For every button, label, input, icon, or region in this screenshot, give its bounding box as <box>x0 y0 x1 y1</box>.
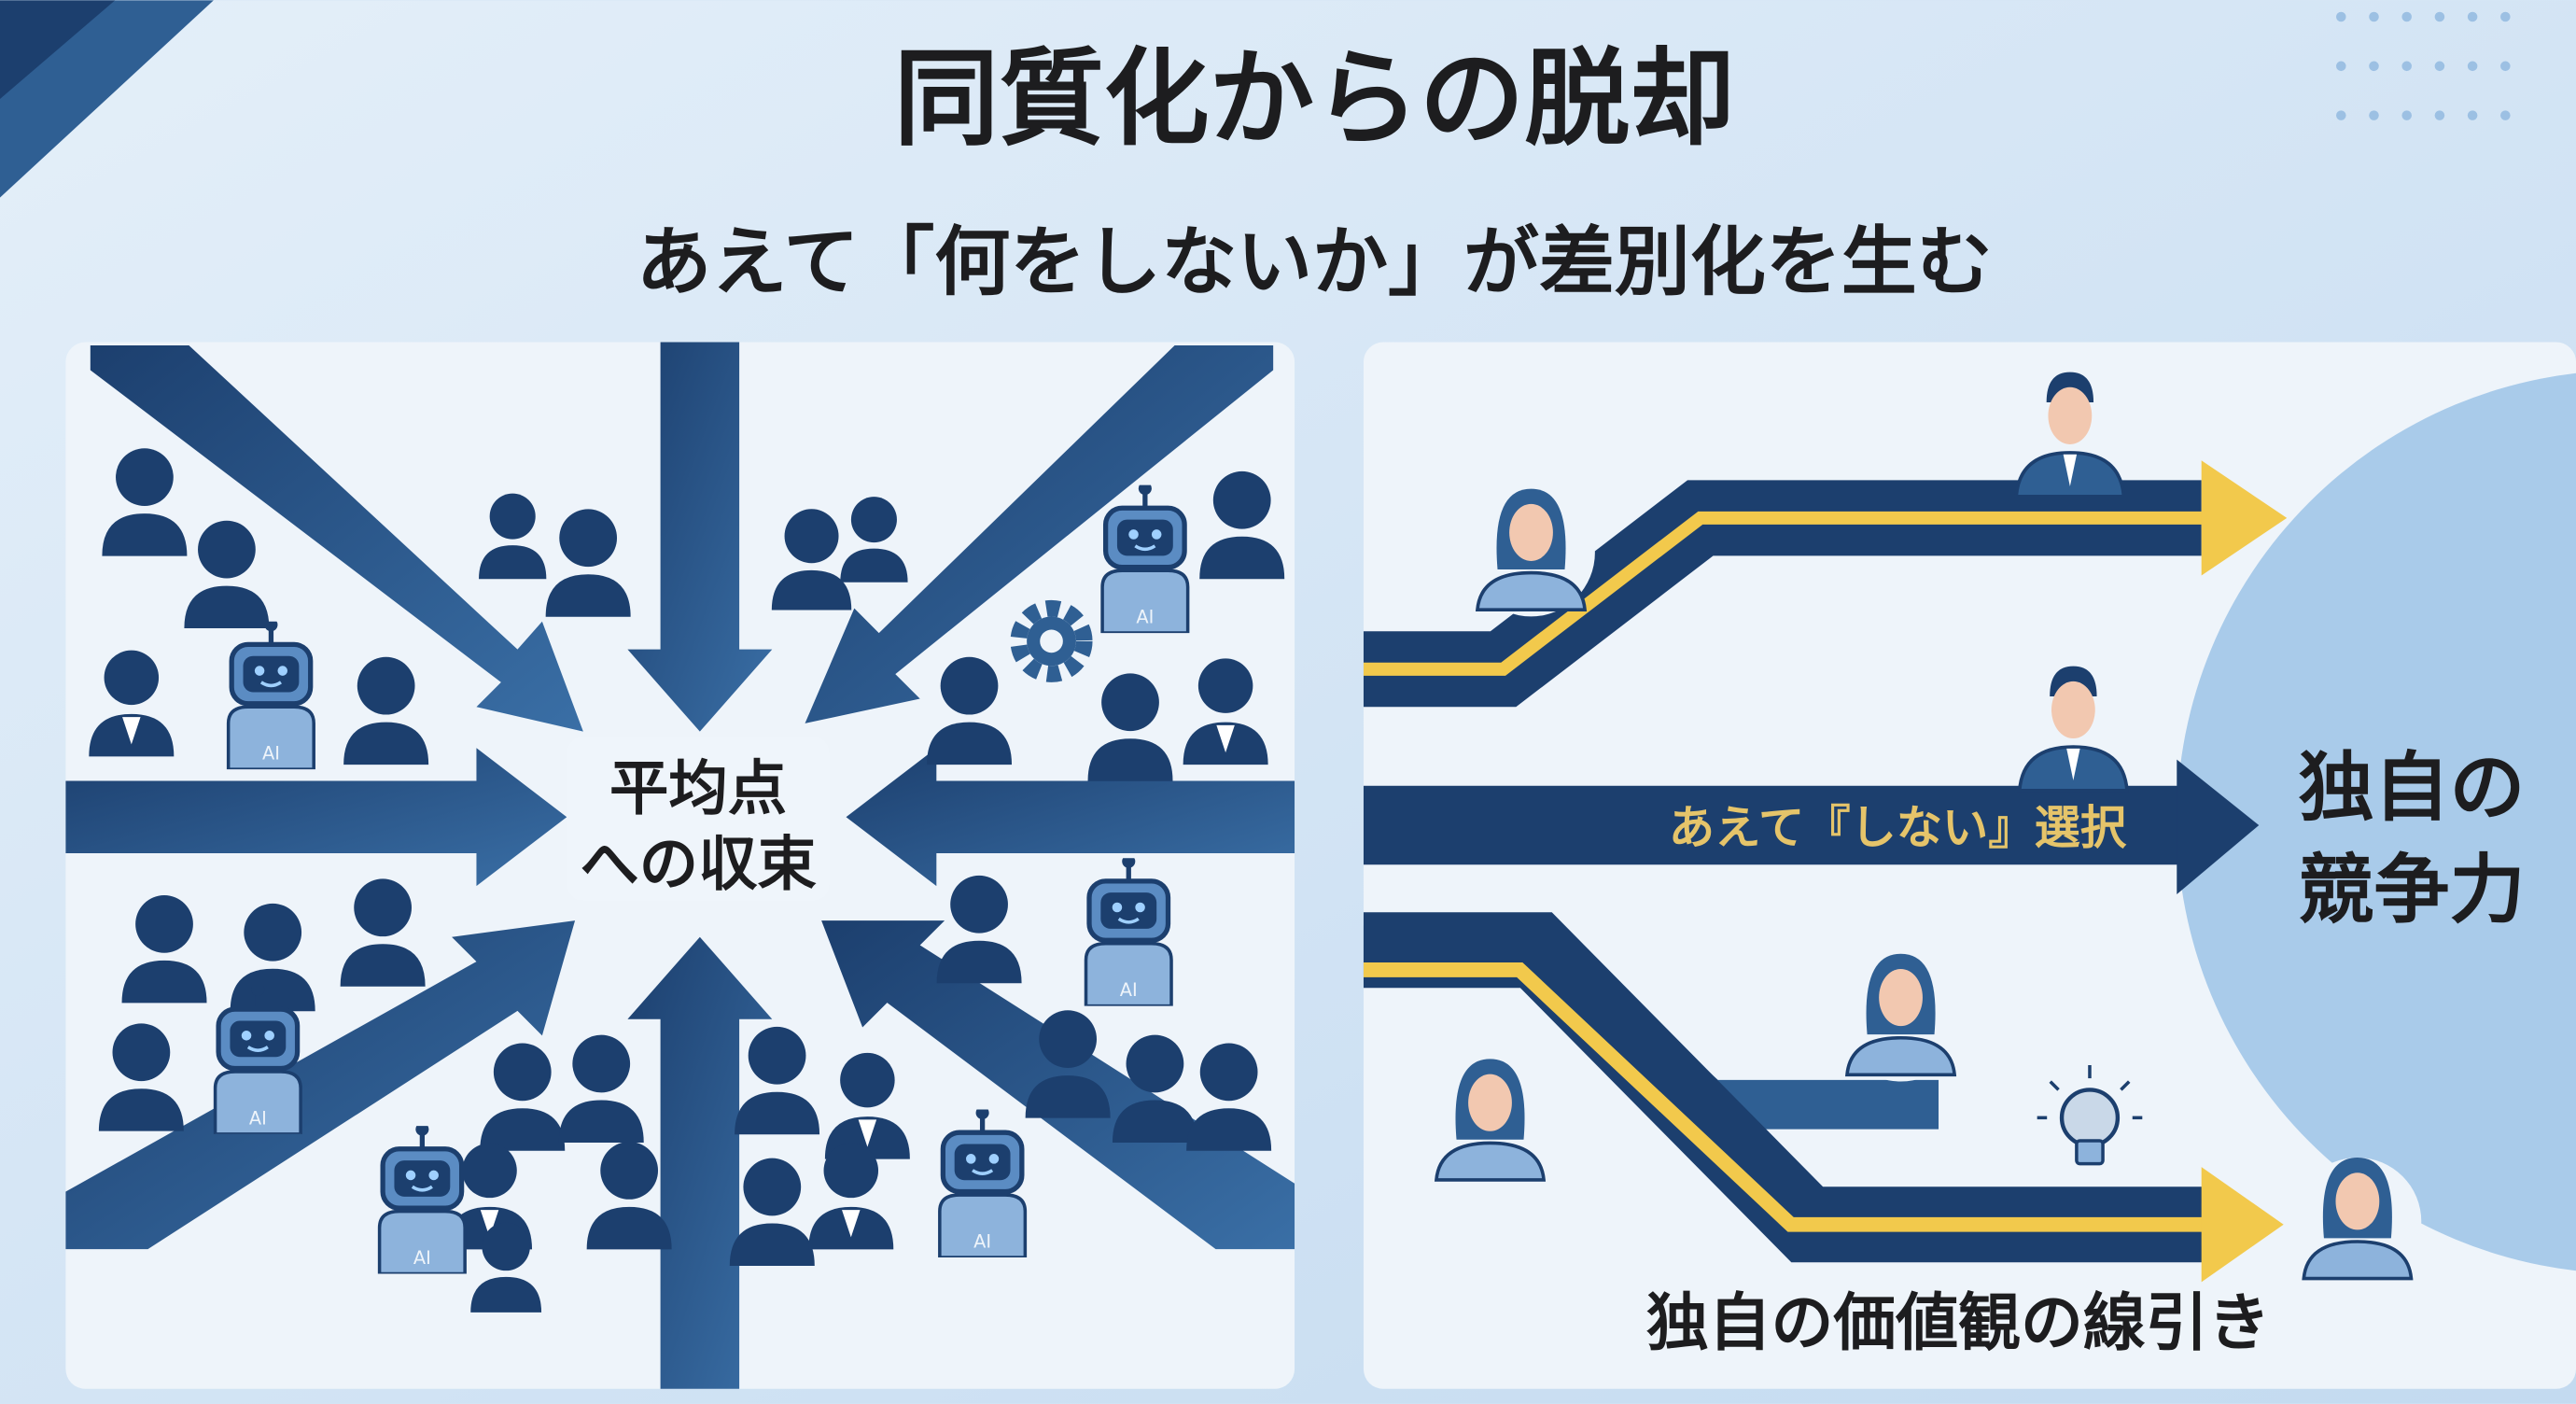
thinking-woman-icon <box>1424 1057 1556 1189</box>
robot-icon: AI <box>1085 855 1171 1006</box>
convergence-arrows <box>65 342 1295 1389</box>
bottom-caption: 独自の価値観の線引き <box>1646 1286 2271 1359</box>
svg-text:AI: AI <box>973 1230 991 1252</box>
arrow-from-bottom <box>627 936 773 1389</box>
top-path-arrow <box>1363 460 2288 708</box>
convergence-panel: 平均点 への収束 <box>65 342 1295 1389</box>
page-title: 同質化からの脱却 <box>894 37 1735 161</box>
thinking-woman-icon <box>2291 1156 2424 1287</box>
goal-circle <box>2177 372 2576 1271</box>
arrow-from-top <box>627 342 773 732</box>
arrow-from-left <box>65 748 567 887</box>
svg-text:AI: AI <box>1120 979 1138 1001</box>
middle-path-label: あえて『しない』選択 <box>1669 800 2127 854</box>
goal-label-line1: 独自の <box>2299 745 2526 833</box>
svg-text:AI: AI <box>262 743 280 765</box>
gear-icon <box>1010 599 1093 682</box>
svg-text:AI: AI <box>249 1107 267 1129</box>
robot-icon: AI <box>380 1123 466 1274</box>
robot-icon: AI <box>216 983 301 1134</box>
middle-path-arrow: あえて『しない』選択 <box>1363 759 2260 894</box>
svg-text:AI: AI <box>1136 607 1154 628</box>
center-label-line1: 平均点 <box>609 753 787 822</box>
arrow-from-right <box>846 748 1295 887</box>
robot-icon: AI <box>1102 482 1188 633</box>
lightbulb-icon <box>2037 1065 2143 1166</box>
arrow-from-bottom-left <box>65 920 576 1250</box>
robot-icon: AI <box>229 618 315 769</box>
robot-icon: AI <box>940 1106 1026 1257</box>
thinking-woman-icon <box>1465 486 1597 619</box>
svg-text:AI: AI <box>413 1247 431 1269</box>
thinking-woman-icon <box>1835 951 1967 1084</box>
center-label-line2: への収束 <box>580 829 817 898</box>
page-subtitle: あえて「何をしないか」が差別化を生む <box>637 218 1993 306</box>
corner-decoration <box>0 0 2511 198</box>
arrow-from-top-right <box>805 345 1274 723</box>
robots: AI AI AI AI AI AI <box>216 482 1188 1273</box>
goal-label-line2: 競争力 <box>2299 847 2526 934</box>
bottom-path-arrow <box>1363 912 2284 1283</box>
arrow-from-top-left <box>90 345 583 732</box>
differentiation-panel: あえて『しない』選択 独自の 競争力 独自の価値観の線引き <box>1363 342 2576 1389</box>
